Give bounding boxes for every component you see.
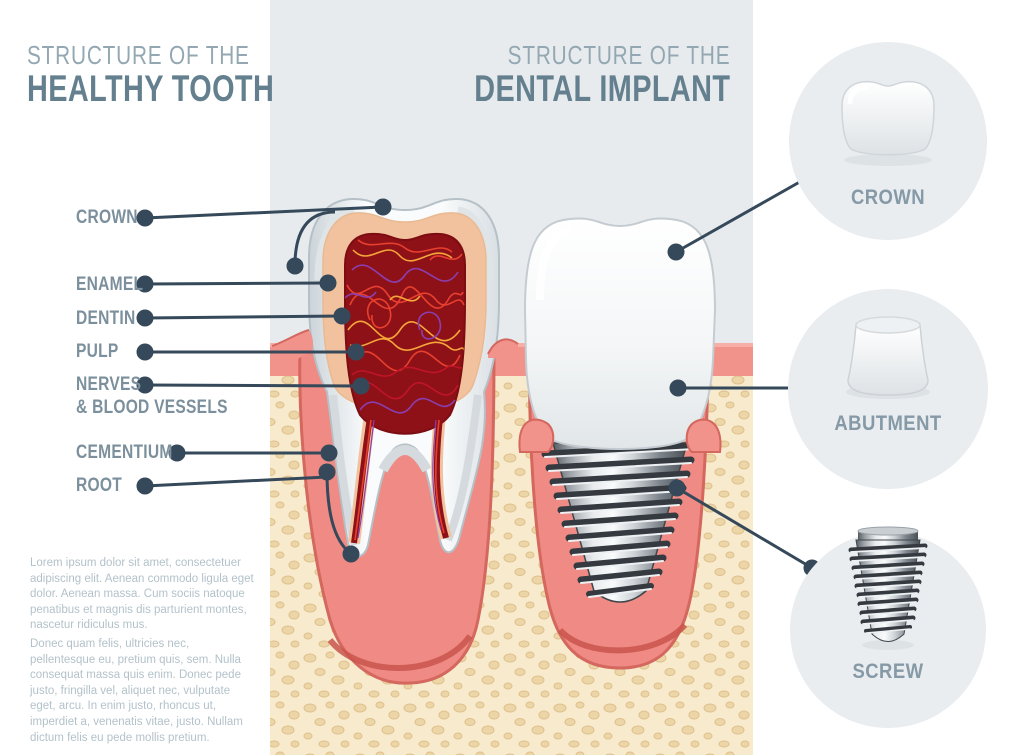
label-crown: CROWN xyxy=(76,207,138,228)
label-root: ROOT xyxy=(76,475,122,496)
abutment-icon xyxy=(846,316,930,399)
label-enamel: ENAMEL xyxy=(76,274,144,295)
crown-icon xyxy=(841,80,935,166)
healthy-tooth-title-line1: STRUCTURE OF THE xyxy=(27,40,250,70)
implant-crown xyxy=(523,217,717,450)
screw-icon xyxy=(848,526,928,650)
implant-gum-lips xyxy=(518,418,722,453)
leader-lines xyxy=(136,166,821,577)
description-paragraph-1: Lorem ipsum dolor sit amet, consectetuer… xyxy=(30,557,254,632)
healthy-tooth-title-line2: HEALTHY TOOTH xyxy=(27,68,275,109)
label-nerves-line2: & BLOOD VESSELS xyxy=(76,397,228,418)
label-pulp: PULP xyxy=(76,341,119,362)
label-implant-screw: SCREW xyxy=(852,660,924,683)
description-paragraph-2: Donec quam felis, ultricies nec, pellent… xyxy=(30,638,243,744)
label-cementium: CEMENTIUM xyxy=(76,442,173,463)
dental-implant-title-line1: STRUCTURE OF THE xyxy=(507,40,730,70)
label-nerves-line1: NERVES xyxy=(76,374,142,395)
dental-implant-title-line2: DENTAL IMPLANT xyxy=(473,68,730,109)
label-implant-abutment: ABUTMENT xyxy=(834,412,942,435)
label-implant-crown: CROWN xyxy=(850,186,926,209)
implant-part-circles xyxy=(788,42,988,728)
pulp-chamber xyxy=(344,232,466,435)
label-dentin: DENTIN xyxy=(76,308,136,329)
implant-screw xyxy=(541,442,699,603)
healthy-tooth-cross-section xyxy=(308,197,500,557)
nerve-tangle xyxy=(345,239,465,414)
